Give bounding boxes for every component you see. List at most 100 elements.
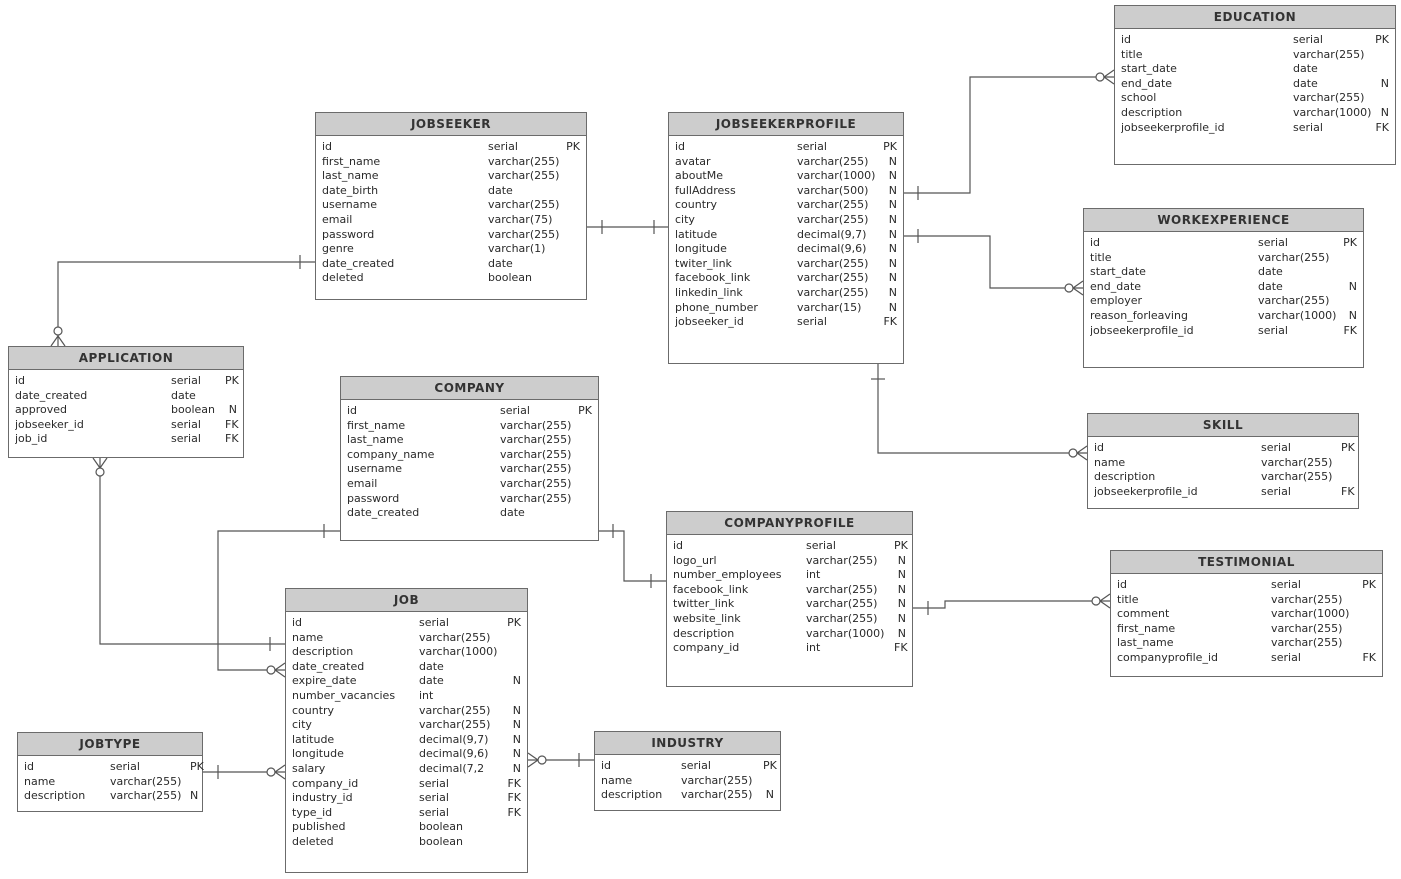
column-type: boolean xyxy=(419,820,463,834)
column-name: companyprofile_id xyxy=(1117,650,1218,664)
column-name: city xyxy=(292,718,312,732)
column-name: aboutMe xyxy=(675,169,723,183)
column-type: date xyxy=(1258,265,1283,279)
column-type: date xyxy=(1258,279,1283,293)
column-key: N xyxy=(512,761,521,775)
column-key xyxy=(1342,265,1357,280)
column-key: N xyxy=(897,611,906,625)
column-key: PK xyxy=(1362,578,1376,591)
column-key: PK xyxy=(1343,236,1357,249)
column-type: serial xyxy=(171,417,201,431)
column-name: salary xyxy=(292,761,326,775)
entity-title: WORKEXPERIENCE xyxy=(1084,209,1363,232)
column-key: PK xyxy=(763,759,777,772)
column-type: varchar(75) xyxy=(488,212,553,226)
column-type: varchar(1000) xyxy=(1271,607,1350,621)
column-name: longitude xyxy=(292,747,344,761)
column-type: varchar(255) xyxy=(1258,250,1330,264)
column-name: email xyxy=(322,212,353,226)
column-name: username xyxy=(322,198,377,212)
column-type: decimal(9,6) xyxy=(419,747,489,761)
column-key xyxy=(578,448,592,463)
column-key: N xyxy=(1348,279,1357,293)
column-type: varchar(255) xyxy=(1258,294,1330,308)
column-type: varchar(255) xyxy=(488,169,560,183)
column-name: facebook_link xyxy=(675,271,751,285)
column-key xyxy=(566,184,580,199)
column-key: PK xyxy=(190,760,204,773)
relation-job-application xyxy=(92,457,285,651)
column-key: N xyxy=(888,227,897,241)
column-type: varchar(255) xyxy=(797,271,869,285)
column-name: first_name xyxy=(347,418,406,432)
column-type: varchar(255) xyxy=(806,553,878,567)
column-key: FK xyxy=(225,417,239,431)
column-type: varchar(255) xyxy=(488,198,560,212)
column-name: title xyxy=(1090,250,1112,264)
column-name: id xyxy=(292,616,303,629)
column-name: type_id xyxy=(292,805,333,819)
column-name: first_name xyxy=(1117,621,1176,635)
column-key xyxy=(566,213,580,228)
column-type: serial xyxy=(419,805,449,819)
column-name: description xyxy=(601,788,663,802)
column-name: description xyxy=(24,789,86,803)
column-key: N xyxy=(888,242,897,256)
column-key xyxy=(1359,607,1376,622)
column-key: FK xyxy=(894,641,908,655)
entity-title: EDUCATION xyxy=(1115,6,1395,29)
column-type: varchar(255) xyxy=(1271,621,1343,635)
column-key: FK xyxy=(1375,120,1389,134)
column-name: password xyxy=(322,227,375,241)
relation-jobseeker-profile xyxy=(587,220,668,234)
column-type: serial xyxy=(797,315,827,329)
column-type: varchar(255) xyxy=(797,212,869,226)
column-key: FK xyxy=(507,776,521,790)
column-name: logo_url xyxy=(673,553,717,567)
column-type: serial xyxy=(419,791,449,805)
column-key: FK xyxy=(1362,650,1376,664)
entity-title: SKILL xyxy=(1088,414,1358,437)
column-type: varchar(1000) xyxy=(419,645,498,659)
column-key: N xyxy=(888,183,897,197)
column-row: email varchar(75) xyxy=(322,213,580,228)
column-name: email xyxy=(347,476,378,490)
column-name: start_date xyxy=(1121,62,1177,76)
column-type: varchar(255) xyxy=(110,774,182,788)
column-type: varchar(255) xyxy=(500,433,572,447)
column-key xyxy=(1341,456,1352,471)
